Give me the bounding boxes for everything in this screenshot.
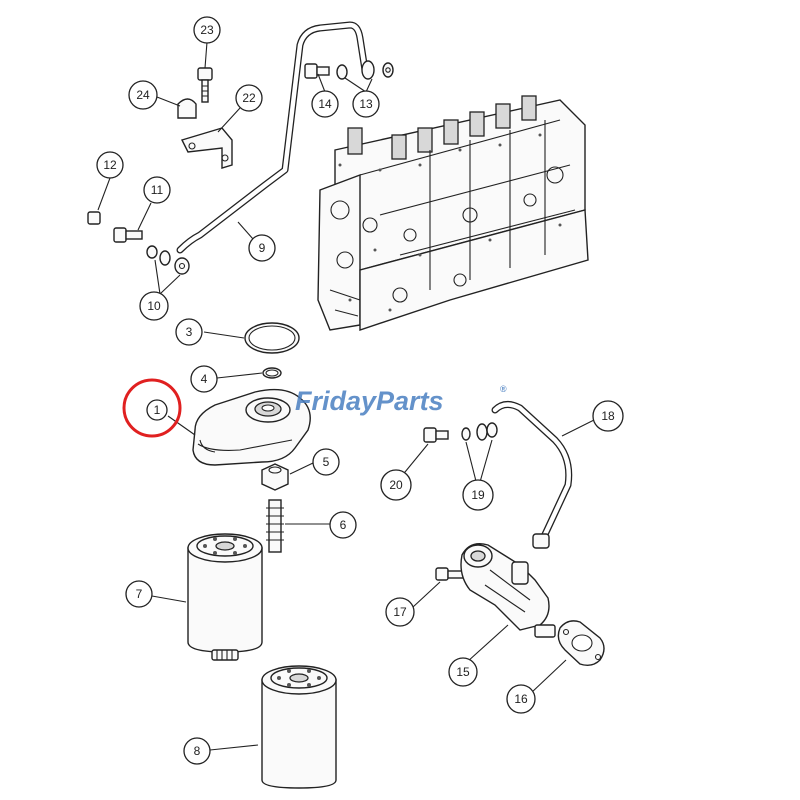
callout-15: 15 [448,657,478,687]
callout-6: 6 [329,511,357,539]
bolt-23 [197,67,213,103]
callout-16: 16 [506,684,536,714]
watermark-brand-part2: Parts [376,386,444,416]
lift-pump-15 [460,543,556,638]
watermark-brand-part1: Friday [295,386,378,416]
svg-text:3: 3 [186,325,193,339]
o-ring-4 [262,367,282,379]
fuel-line-9 [176,21,369,254]
callout-5: 5 [312,448,340,476]
bolt-17 [435,567,467,581]
callout-1: 1 [146,399,168,421]
washers-13 [336,60,394,80]
svg-text:8: 8 [194,744,201,758]
highlight-circle [122,378,182,438]
svg-text:18: 18 [601,409,615,423]
svg-text:4: 4 [201,372,208,386]
svg-text:14: 14 [318,97,332,111]
svg-text:15: 15 [456,665,470,679]
callout-20: 20 [380,469,412,501]
svg-text:13: 13 [359,97,373,111]
svg-text:19: 19 [471,488,485,502]
washers-10 [146,245,190,275]
gasket-16 [557,620,605,667]
svg-text:11: 11 [151,183,164,197]
svg-text:12: 12 [103,158,117,172]
svg-text:1: 1 [154,403,161,417]
banjo-bolt-11 [113,227,143,243]
svg-text:20: 20 [389,478,403,492]
callout-8: 8 [183,737,211,765]
fuel-filter-8 [261,665,337,789]
callout-3: 3 [175,318,203,346]
svg-text:22: 22 [242,91,256,105]
callout-19: 19 [462,479,494,511]
svg-text:10: 10 [147,299,161,313]
svg-text:6: 6 [340,518,347,532]
leader-lines [97,41,595,751]
watermark-logo: FridayParts ® [295,384,507,416]
injection-pump-engine-drawing [317,95,589,331]
filter-head-1 [192,388,311,466]
callout-23: 23 [193,16,221,44]
callout-10: 10 [139,291,169,321]
clamp-24 [177,98,197,119]
callout-4: 4 [190,365,218,393]
callout-22: 22 [235,84,263,112]
nut-5 [261,463,289,491]
callout-13: 13 [352,90,380,118]
fuel-line-18 [491,401,573,549]
washers-19 [461,422,498,441]
callout-9: 9 [248,234,276,262]
bracket-22 [181,127,233,169]
o-ring-3 [244,322,300,354]
callout-17: 17 [385,597,415,627]
callout-18: 18 [592,400,624,432]
svg-text:16: 16 [514,692,528,706]
svg-text:9: 9 [259,241,266,255]
svg-text:17: 17 [393,605,407,619]
svg-text:24: 24 [136,88,150,102]
svg-text:7: 7 [136,587,143,601]
callout-14: 14 [311,90,339,118]
svg-text:23: 23 [200,23,214,37]
screw-12 [87,211,101,225]
fuel-filter-7 [187,533,263,661]
callout-12: 12 [96,151,124,179]
stem-6 [266,499,284,553]
callout-24: 24 [128,80,158,110]
svg-text:5: 5 [323,455,330,469]
banjo-bolt-20 [423,427,449,443]
watermark-registered-mark: ® [500,384,507,394]
callout-11: 11 [143,176,171,204]
svg-text:FridayParts: FridayParts [295,386,444,416]
callout-7: 7 [125,580,153,608]
banjo-bolt-14 [304,63,330,79]
